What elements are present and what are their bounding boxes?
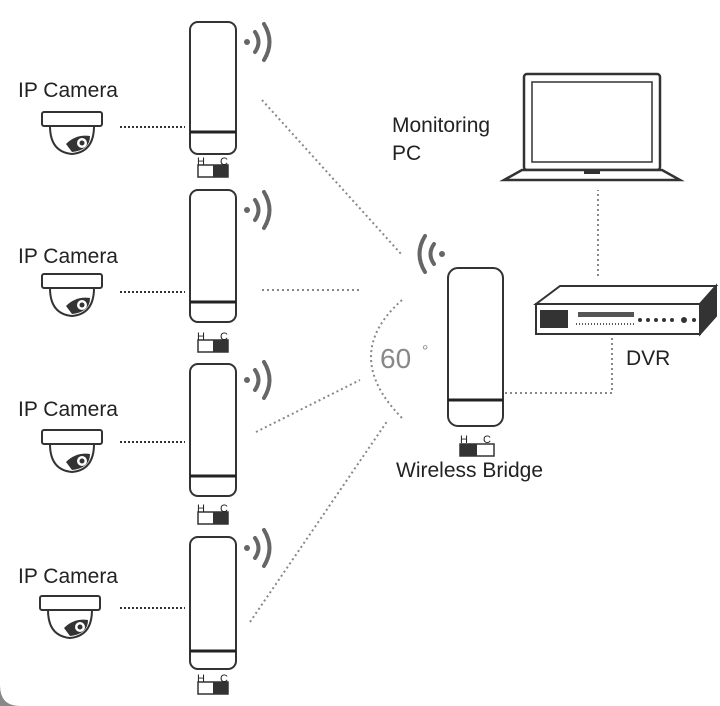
bridge-switch-c: C <box>483 434 491 446</box>
camera-unit-3: IP Camera H C <box>18 360 272 525</box>
pc-label: PC <box>392 142 421 165</box>
wifi-signal-icon <box>244 22 272 62</box>
switch-c: C <box>220 156 228 168</box>
access-point-1: H C <box>189 21 237 178</box>
monitoring-label: Monitoring <box>392 114 490 137</box>
angle-unit: ° <box>422 343 428 360</box>
dome-camera-icon <box>41 273 103 318</box>
camera-label: IP Camera <box>18 79 118 102</box>
wifi-signal-icon <box>244 528 272 568</box>
access-point-4: H C <box>189 536 237 695</box>
camera-unit-1: IP Camera H C <box>18 21 272 178</box>
wireless-bridge: H C Wireless Bridge <box>396 267 543 482</box>
angle-arc <box>370 299 403 419</box>
camera-label: IP Camera <box>18 565 118 588</box>
dome-camera-icon <box>39 595 101 640</box>
switch-c: C <box>220 331 228 343</box>
camera-label: IP Camera <box>18 398 118 421</box>
camera-unit-2: IP Camera H C <box>18 189 272 353</box>
access-point-3: H C <box>189 363 237 525</box>
bridge-dvr-link <box>505 334 613 394</box>
laptop-icon <box>499 72 685 182</box>
switch-c: C <box>220 503 228 515</box>
wifi-signal-icon <box>417 234 445 274</box>
wireless-links <box>249 99 403 623</box>
wireless-link-3 <box>255 379 361 433</box>
dvr-icon <box>533 283 719 337</box>
dome-camera-icon <box>41 429 103 474</box>
dvr-label: DVR <box>626 347 670 370</box>
wifi-signal-icon <box>244 360 272 400</box>
switch-h: H <box>197 156 205 168</box>
angle-value: 60 <box>380 343 411 374</box>
access-point-2: H C <box>189 189 237 353</box>
switch-h: H <box>197 503 205 515</box>
wireless-link-4 <box>249 419 389 623</box>
camera-label: IP Camera <box>18 245 118 268</box>
wireless-link-1 <box>261 99 403 256</box>
switch-h: H <box>197 331 205 343</box>
dome-camera-icon <box>41 111 103 156</box>
corner-decoration <box>0 685 20 706</box>
camera-unit-4: IP Camera H C <box>18 528 272 695</box>
bridge-label: Wireless Bridge <box>396 459 543 482</box>
bridge-switch-h: H <box>460 434 468 446</box>
switch-h: H <box>197 673 205 685</box>
switch-c: C <box>220 673 228 685</box>
wifi-signal-icon <box>244 190 272 230</box>
